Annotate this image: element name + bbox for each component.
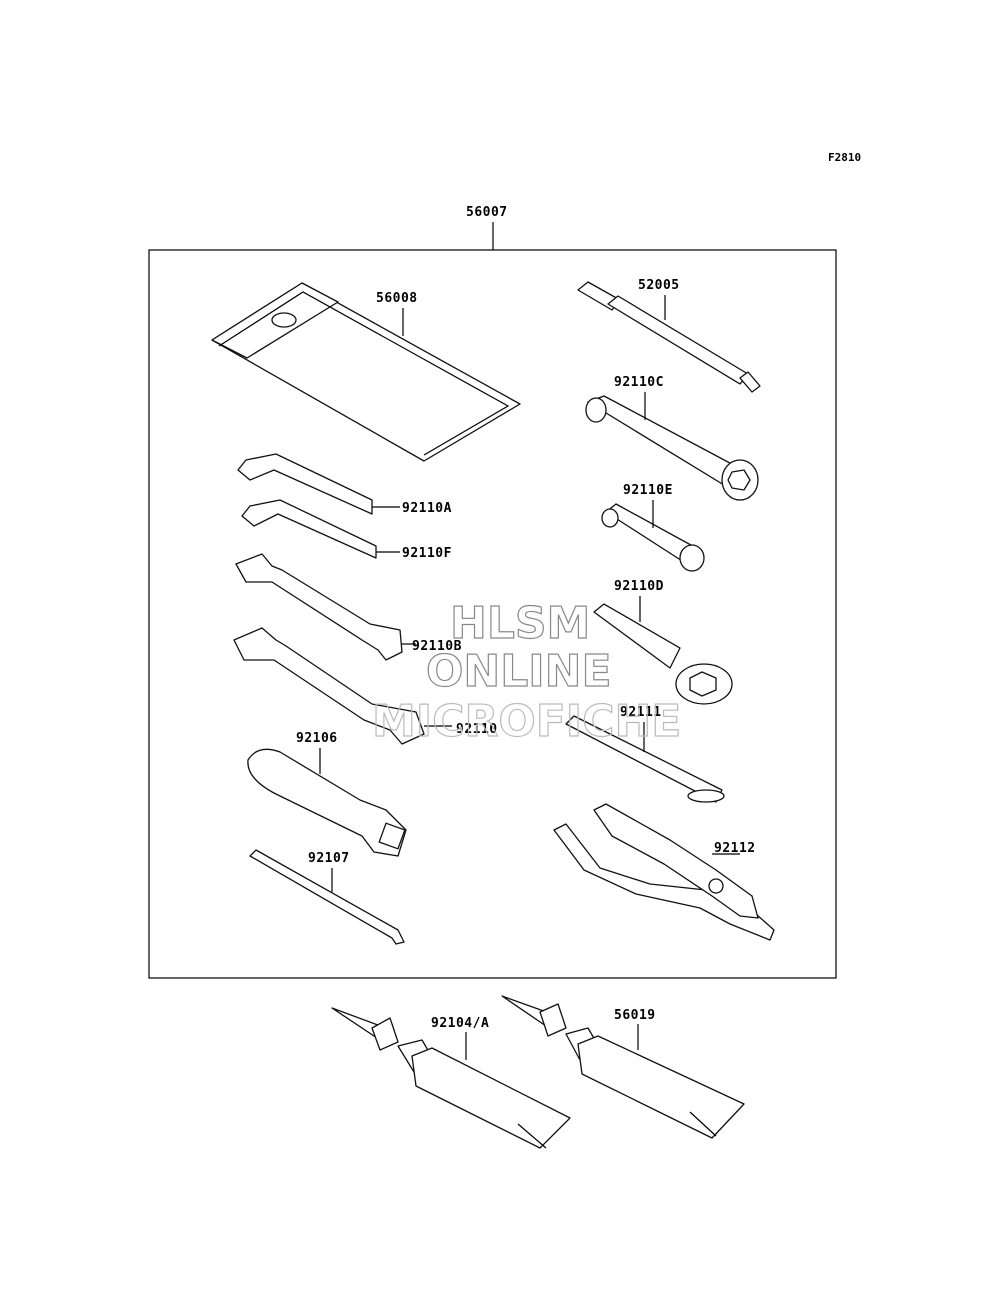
label-bar[interactable]: 92111: [620, 705, 662, 720]
extension-bar[interactable]: [565, 715, 725, 803]
label-pliers[interactable]: 92112: [714, 841, 756, 856]
screwdriver-handle[interactable]: [247, 748, 407, 857]
box-wrench-c[interactable]: [585, 395, 759, 501]
figure-code: F2810: [828, 151, 861, 164]
label-tube-b[interactable]: 56019: [614, 1008, 656, 1023]
label-ring-wrench-d[interactable]: 92110D: [614, 579, 664, 594]
label-kit[interactable]: 56007: [466, 205, 508, 220]
label-tube-a[interactable]: 92104/A: [431, 1016, 489, 1031]
pliers[interactable]: [553, 803, 775, 941]
watermark-line1: HLSM: [450, 598, 590, 649]
ring-wrench-d[interactable]: [593, 603, 733, 705]
label-case[interactable]: 56008: [376, 291, 418, 306]
plug-wrench-handle[interactable]: [577, 281, 761, 393]
label-screwdriver-bit[interactable]: 92107: [308, 851, 350, 866]
label-box-wrench-e[interactable]: 92110E: [623, 483, 673, 498]
label-box-wrench-c[interactable]: 92110C: [614, 375, 664, 390]
label-screwdriver-handle[interactable]: 92106: [296, 731, 338, 746]
box-wrench-e[interactable]: [601, 503, 705, 572]
screwdriver-bit[interactable]: [249, 849, 405, 945]
label-open-wrench-b[interactable]: 92110B: [412, 639, 462, 654]
grease-tube-a[interactable]: [331, 1007, 571, 1149]
hex-key-f[interactable]: [241, 499, 377, 559]
label-plug-wrench-handle[interactable]: 52005: [638, 278, 680, 293]
label-hex-key-f[interactable]: 92110F: [402, 546, 452, 561]
tool-case[interactable]: [211, 282, 521, 462]
watermark-line2: ONLINE: [426, 646, 612, 697]
label-open-wrench[interactable]: 92110: [456, 722, 498, 737]
kit-frame: [148, 249, 837, 979]
label-hex-key-a[interactable]: 92110A: [402, 501, 452, 516]
watermark-line3: MICROFICHE: [372, 696, 681, 747]
open-wrench-b[interactable]: [235, 553, 403, 661]
open-wrench[interactable]: [233, 627, 425, 745]
grease-tube-b[interactable]: [501, 995, 745, 1139]
